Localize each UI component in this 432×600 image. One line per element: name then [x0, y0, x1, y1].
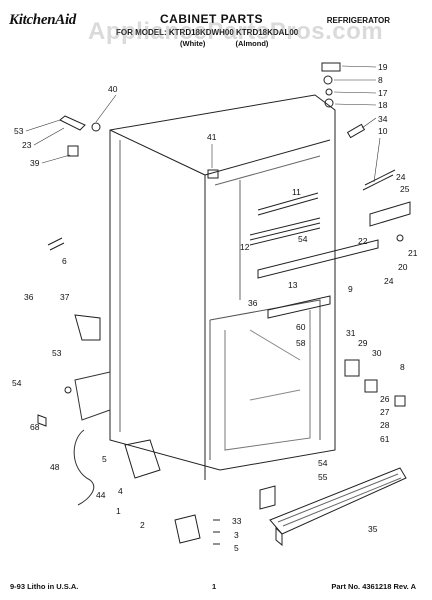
callout-13: 13: [288, 280, 298, 290]
model-numbers: FOR MODEL: KTRD18KDWH00 KTRD18KDAL00: [116, 28, 299, 37]
callout-29: 29: [358, 338, 368, 348]
callout-3: 3: [234, 530, 239, 540]
variant-almond: (Almond): [235, 39, 269, 48]
callout-37: 37: [60, 292, 70, 302]
callout-60: 60: [296, 322, 306, 332]
page-number: 1: [212, 582, 217, 591]
callout-25: 25: [400, 184, 410, 194]
callout-54b: 54: [12, 378, 22, 388]
callout-26: 26: [380, 394, 390, 404]
callout-11: 11: [292, 187, 301, 197]
callout-18: 18: [378, 100, 388, 110]
color-variants: (White) (Almond): [180, 39, 296, 48]
callout-53b: 53: [52, 348, 62, 358]
cabinet-front-edge: [109, 129, 206, 480]
callout-23: 23: [22, 140, 32, 150]
callout-54: 54: [298, 234, 308, 244]
callout-53: 53: [14, 126, 24, 136]
callout-2: 2: [140, 520, 145, 530]
cabinet-outline: [109, 94, 336, 471]
callout-54c: 54: [318, 458, 328, 468]
callout-34: 34: [378, 114, 388, 124]
divider-rail: [257, 239, 379, 279]
callout-40: 40: [108, 84, 118, 94]
callout-61: 61: [380, 434, 390, 444]
top-hinge-cap: [321, 62, 341, 72]
callout-8: 8: [378, 75, 383, 85]
callout-27: 27: [380, 407, 390, 417]
callout-12: 12: [240, 242, 250, 252]
callout-17: 17: [378, 88, 388, 98]
page-title: CABINET PARTS: [160, 12, 263, 26]
callout-55: 55: [318, 472, 328, 482]
callout-5: 5: [102, 454, 107, 464]
callout-58: 58: [296, 338, 306, 348]
callout-33: 33: [232, 516, 242, 526]
print-info: 9-93 Litho in U.S.A.: [10, 582, 79, 591]
callout-20: 20: [398, 262, 408, 272]
callout-9: 9: [348, 284, 353, 294]
callout-24: 24: [396, 172, 406, 182]
callout-22: 22: [358, 236, 368, 246]
callout-39: 39: [30, 158, 40, 168]
appliance-category: REFRIGERATOR: [326, 16, 390, 25]
callout-21: 21: [408, 248, 418, 258]
brand-logo: KitchenAid: [9, 12, 77, 28]
callout-4: 4: [118, 486, 123, 496]
callout-44: 44: [96, 490, 106, 500]
callout-1: 1: [116, 506, 121, 516]
callout-24b: 24: [384, 276, 394, 286]
variant-white: (White): [180, 39, 206, 48]
kick-plate: [269, 467, 407, 535]
callout-31: 31: [346, 328, 356, 338]
callout-5b: 5: [234, 543, 239, 553]
callout-48: 48: [50, 462, 60, 472]
callout-36b: 36: [248, 298, 258, 308]
part-number: Part No. 4361218 Rev. A: [331, 582, 416, 591]
callout-10: 10: [378, 126, 388, 136]
callout-41: 41: [207, 132, 217, 142]
callout-68: 68: [30, 422, 40, 432]
callout-8b: 8: [400, 362, 405, 372]
callout-36: 36: [24, 292, 34, 302]
callout-35: 35: [368, 524, 378, 534]
callout-19: 19: [378, 62, 388, 72]
page-footer: 9-93 Litho in U.S.A. 1 Part No. 4361218 …: [0, 580, 432, 594]
callout-28: 28: [380, 420, 390, 430]
callout-6: 6: [62, 256, 67, 266]
callout-30: 30: [372, 348, 382, 358]
